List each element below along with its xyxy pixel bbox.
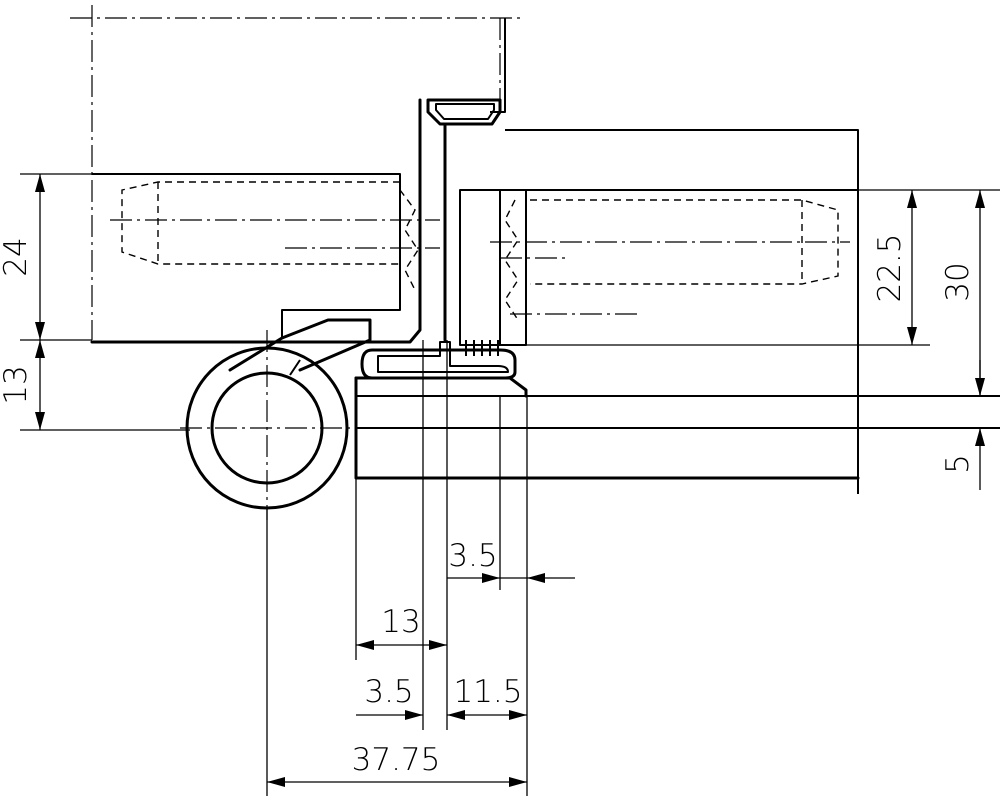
dimension-3-5-bottom bbox=[356, 710, 423, 720]
dimension-22-5 bbox=[907, 190, 917, 345]
label-37-75: 37.75 bbox=[352, 742, 441, 778]
label-13-bottom: 13 bbox=[381, 604, 420, 640]
extension-lines bbox=[20, 173, 1000, 796]
label-22-5: 22.5 bbox=[872, 233, 908, 302]
frame-ghost-outline bbox=[70, 5, 525, 340]
dimension-37-75 bbox=[267, 777, 527, 787]
center-lines bbox=[110, 219, 850, 520]
dimension-3-5-top bbox=[447, 573, 575, 583]
label-24: 24 bbox=[0, 237, 34, 276]
label-3-5-top: 3.5 bbox=[448, 538, 497, 574]
hinge-body bbox=[90, 18, 1000, 510]
label-5: 5 bbox=[940, 454, 976, 474]
hidden-screw-right bbox=[504, 199, 839, 321]
dimension-13-bottom bbox=[356, 640, 447, 650]
label-3-5-bottom: 3.5 bbox=[364, 674, 413, 710]
dimension-13-left bbox=[35, 340, 45, 430]
label-13-left: 13 bbox=[0, 365, 34, 404]
label-30: 30 bbox=[940, 262, 976, 301]
dimension-24 bbox=[35, 174, 45, 340]
dimension-11-5 bbox=[447, 710, 527, 720]
dimension-5 bbox=[975, 360, 985, 490]
label-11-5: 11.5 bbox=[453, 674, 522, 710]
hidden-screw-left bbox=[121, 181, 419, 291]
